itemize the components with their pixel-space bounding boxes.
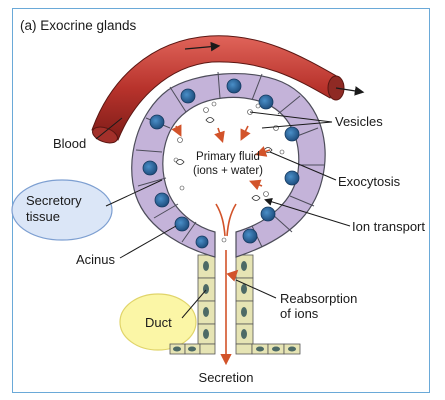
blood-vessel [91,35,365,144]
fluid-flow-arrows [171,124,271,366]
label-of-ions: of ions [280,306,319,321]
label-blood: Blood [53,136,86,151]
label-secretion: Secretion [199,370,254,385]
label-vesicles: Vesicles [335,114,383,129]
acinus-cells [131,71,326,258]
duct-wall-right [235,254,301,355]
secretory-tissue-highlight [11,179,113,241]
duct-highlight [119,293,197,351]
label-tissue: tissue [26,209,60,224]
figure-frame [12,8,430,393]
figure-title: (a) Exocrine glands [20,18,137,33]
label-exocytosis: Exocytosis [338,174,401,189]
label-ions-water: (ions + water) [193,165,263,177]
label-primary-fluid: Primary fluid [196,151,260,163]
label-reabsorption: Reabsorption [280,291,357,306]
label-duct: Duct [145,315,172,330]
duct-wall-left [169,254,216,355]
label-ion-transport: Ion transport [352,219,425,234]
leader-lines [95,111,351,319]
label-secretory: Secretory [26,193,82,208]
label-acinus: Acinus [76,252,116,267]
